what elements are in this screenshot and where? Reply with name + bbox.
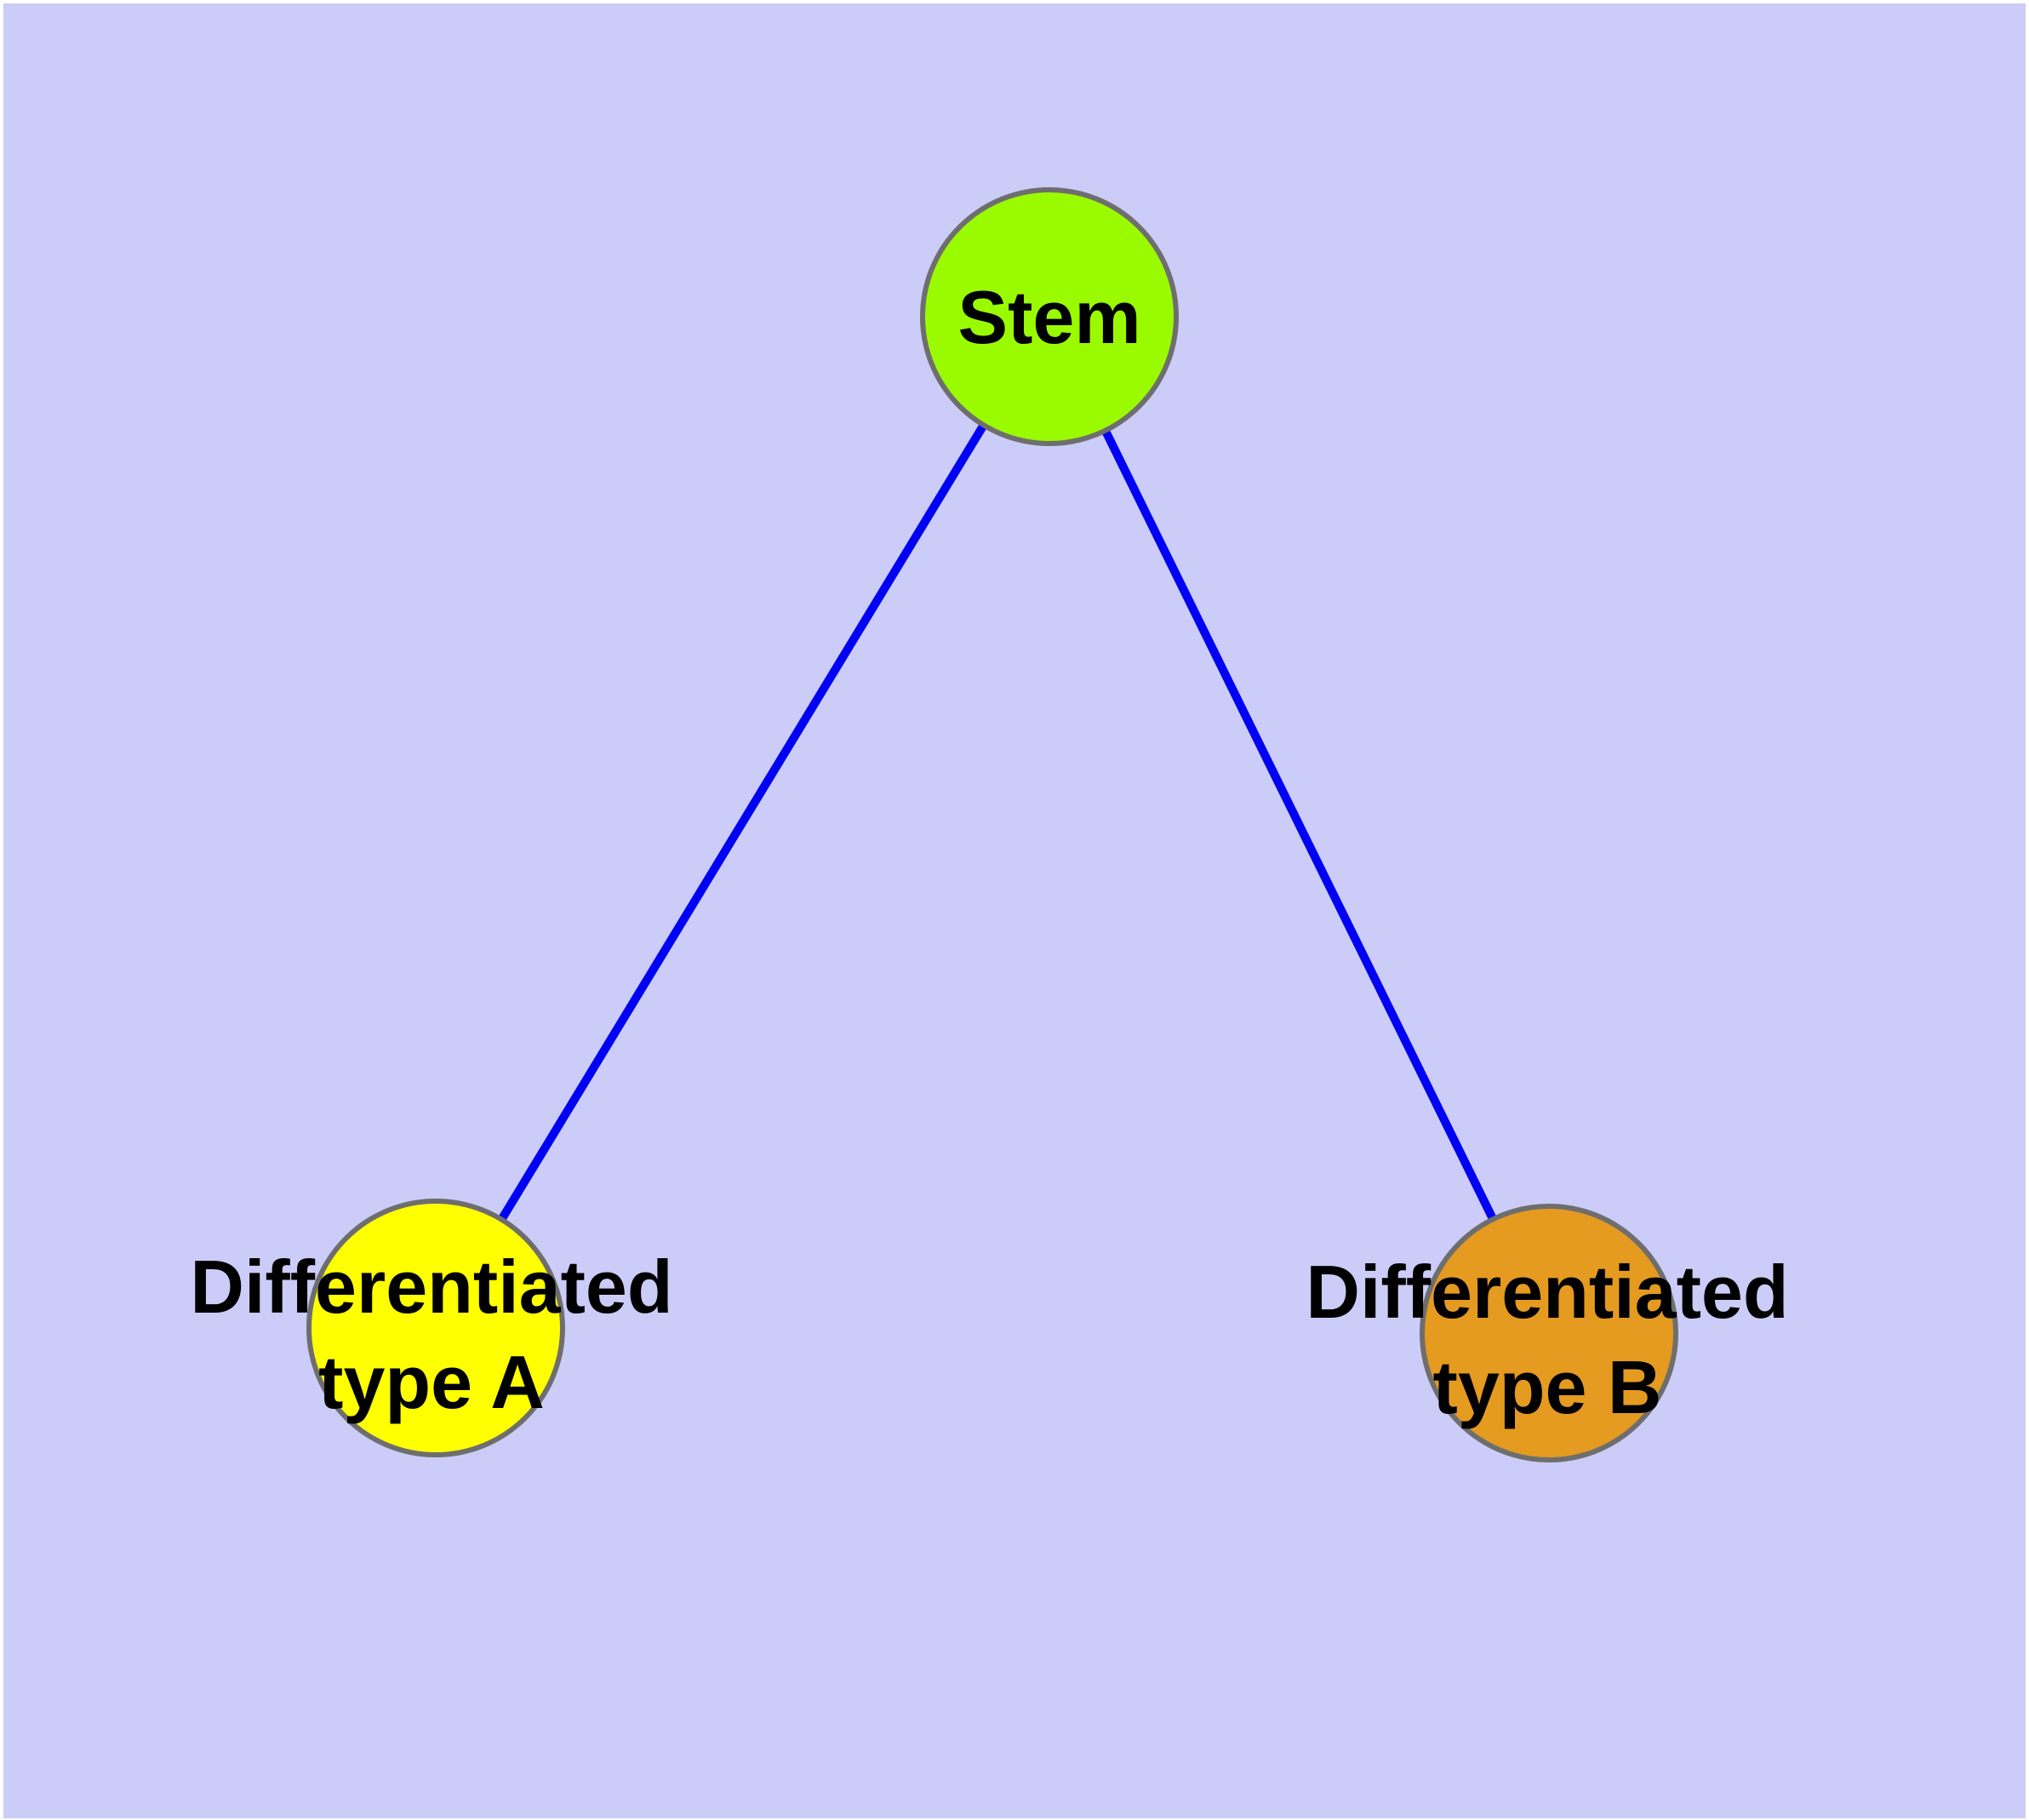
differentiated-type-a-label-line2: type A xyxy=(318,1340,545,1424)
differentiated-type-b-node: Differentiated type B xyxy=(1306,1204,1789,1462)
differentiated-type-a-label-line1: Differentiated xyxy=(190,1245,672,1329)
stem-node-circle xyxy=(920,187,1179,446)
differentiated-type-a-node: Differentiated type A xyxy=(190,1199,673,1457)
edge-group xyxy=(432,314,1553,1336)
differentiated-type-b-label-line1: Differentiated xyxy=(1306,1250,1788,1334)
differentiated-type-a-circle xyxy=(306,1199,565,1457)
stem-node-label: Stem xyxy=(957,275,1140,359)
edge-stem-to-type-a xyxy=(432,314,1054,1331)
edge-stem-to-type-b xyxy=(1045,314,1553,1336)
differentiated-type-b-label-line2: type B xyxy=(1433,1345,1662,1429)
differentiated-type-b-circle xyxy=(1420,1204,1678,1462)
stem-node: Stem xyxy=(920,187,1179,446)
